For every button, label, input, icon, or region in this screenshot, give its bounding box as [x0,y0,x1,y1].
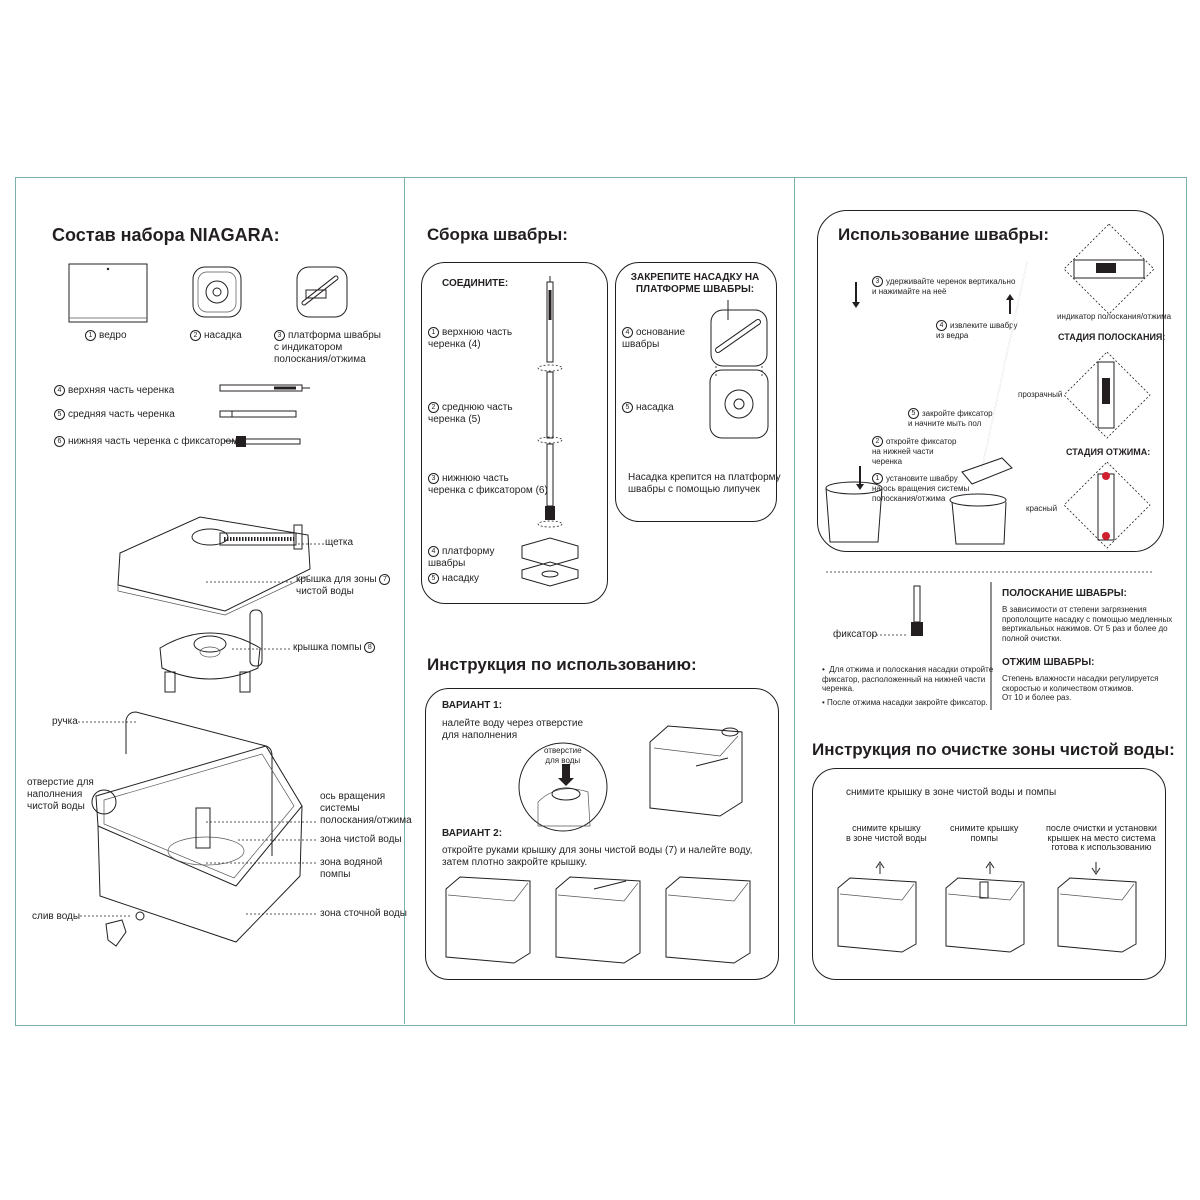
wring-stage-label: СТАДИЯ ОТЖИМА: [1066,447,1151,457]
dirty-zone-label: зона сточной воды [320,908,407,919]
variant-1-text: налейте воду через отверстие для наполне… [442,718,584,741]
kit-contents-title: Состав набора NIAGARA: [52,225,280,245]
clean-step-2: снимите крышку помпы [950,823,1019,843]
lock-bullet-1: • Для отжима и полоскания насадки открой… [822,665,994,693]
pump-lid-drawing [159,609,263,693]
attach-panel [615,262,777,522]
brush-label: щетка [325,537,354,548]
wring-title: ОТЖИМ ШВАБРЫ: [1002,657,1095,668]
drain-label: слив воды [32,911,81,922]
variant-1-title: ВАРИАНТ 1: [442,700,503,711]
variant-2-text: откройте руками крышку для зоны чистой в… [442,845,753,868]
indicator-label: индикатор полоскания/отжима [1057,312,1172,321]
fill-hole-callout-drawing [518,742,608,832]
mop-assembly-drawing [521,276,579,587]
clean-zone-label: зона чистой воды [320,834,402,845]
indicator-top-drawing [1063,223,1155,315]
mop-usage-title: Использование швабры: [838,225,1050,244]
rinse-text: В зависимости от степени загрязнения про… [1002,605,1173,643]
platform-icon [296,266,348,318]
usage-title: Инструкция по использованию: [427,655,697,674]
mop-usage-drawing [825,261,1028,545]
pad-attach-drawing [709,300,769,439]
variant-2-title: ВАРИАНТ 2: [442,828,503,839]
transparent-label: прозрачный [1018,390,1063,399]
bucket-exploded-drawing [91,711,303,943]
pad-icon [192,266,242,318]
clean-buckets-drawing [837,861,1137,953]
clean-zone-title: Инструкция по очистке зоны чистой воды: [812,740,1175,759]
red-label: красный [1026,504,1058,513]
attach-title: ЗАКРЕПИТЕ НАСАДКУ НА ПЛАТФОРМЕ ШВАБРЫ: [630,272,760,295]
connect-panel [421,262,608,604]
pump-zone-label: зона водяной помпы [320,857,383,880]
usage-panel [425,688,779,980]
column-divider-2 [794,177,795,1024]
usage-mop-panel [817,210,1164,552]
column-divider-1 [404,177,405,1024]
rinse-title: ПОЛОСКАНИЕ ШВАБРЫ: [1002,588,1127,599]
axis-label: ось вращения системы полоскания/отжима [320,791,412,826]
clean-zone-panel [812,768,1166,980]
clean-step-1: снимите крышку в зоне чистой воды [846,823,927,843]
water-hole-callout: отверстие для воды [544,746,582,765]
lock-drawing [911,585,923,636]
fill-hole-label: отверстие для наполнения чистой воды [27,777,94,812]
clean-intro: снимите крышку в зоне чистой воды и помп… [846,787,1057,798]
page-frame [15,177,1187,1026]
lock-label: фиксатор [833,629,878,640]
bucket-fill-drawing [649,725,743,817]
rinse-indicator-drawing [1063,351,1151,439]
rinse-stage-label: СТАДИЯ ПОЛОСКАНИЯ: [1058,332,1166,342]
drain-plug-icon [105,919,127,947]
wring-indicator-drawing [1063,461,1151,549]
clean-water-lid-drawing [117,516,311,616]
handle-parts-icon [219,384,310,447]
pump-lid-label: крышка помпы 8 [293,642,378,654]
assembly-title: Сборка швабры: [427,225,568,244]
variant-2-buckets-drawing [445,876,751,964]
clean-step-3: после очистки и установки крышек на мест… [1046,823,1157,852]
attach-note: Насадка крепится на платформу швабры с п… [628,472,781,495]
wring-text: Степень влажности насадки регулируется с… [1002,674,1159,702]
lock-bullet-2: • После отжима насадки закройте фиксатор… [822,698,988,707]
connect-title: СОЕДИНИТЕ: [442,278,509,289]
handle-part-label: ручка [52,716,78,727]
bucket-icon [68,263,148,323]
